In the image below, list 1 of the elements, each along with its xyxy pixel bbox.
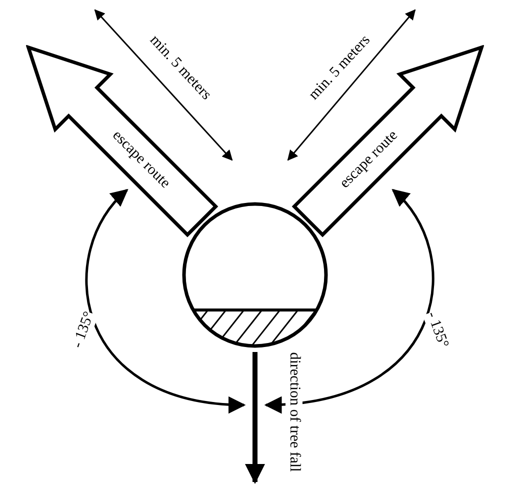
direction-label: direction of tree fall	[286, 352, 302, 472]
